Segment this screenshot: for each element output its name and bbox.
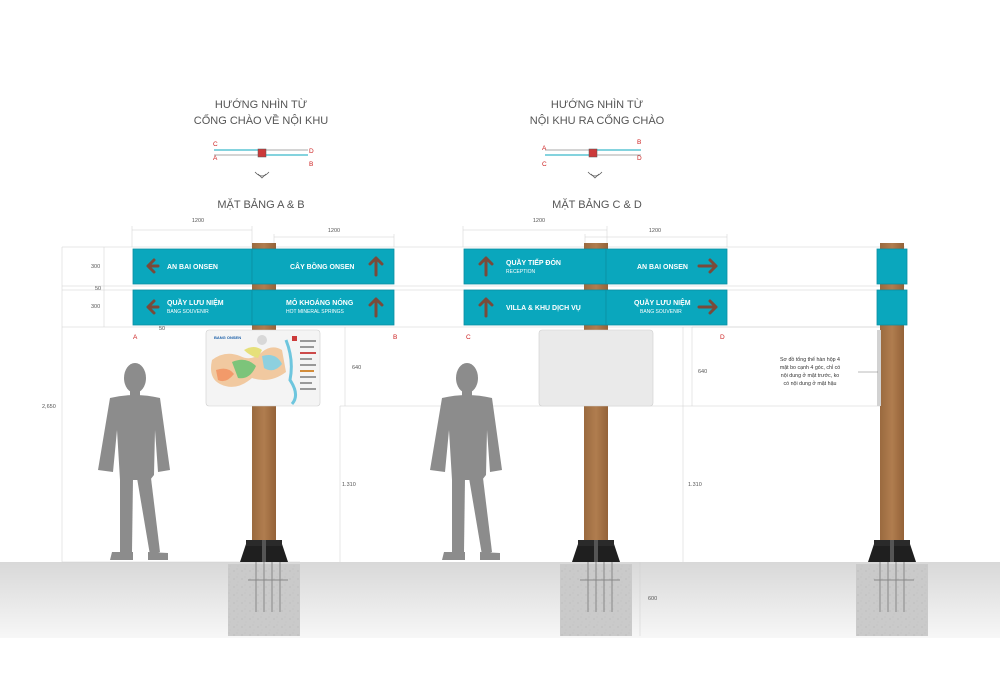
arrow-up-icon	[368, 256, 384, 277]
view1-heading-line1: HƯỚNG NHÌN TỪ	[215, 98, 307, 111]
sign-cd-bottom-right-sub: BANG SOUVENIR	[640, 309, 682, 315]
sign-cd-bottom-right: QUẦY LƯU NIỆM BANG SOUVENIR	[605, 289, 728, 326]
dim-300-top: 300	[91, 264, 100, 270]
dim-640-panel-a: 640	[352, 365, 361, 371]
dim-total-height: 2,650	[42, 404, 56, 410]
dim-1200-d: 1200	[649, 228, 661, 234]
note-line-3: nội dung ở mặt trước, ko	[781, 372, 840, 379]
view1-plan-label: MẶT BẢNG A & B	[217, 198, 304, 211]
sign-ab-bottom-right: MỎ KHOÁNG NÓNG HOT MINERAL SPRINGS	[251, 289, 395, 326]
view2-key-left-bottom: C	[542, 161, 547, 168]
label-c: C	[466, 334, 471, 341]
view2-heading-line1: HƯỚNG NHÌN TỪ	[551, 98, 643, 111]
view2-key-right-top: B	[637, 139, 641, 146]
ground-strip	[0, 562, 1000, 638]
sign-assembly-ab: AN BAI ONSEN CÂY BỒNG ONSEN QUẦY LƯU NIỆ…	[132, 248, 395, 407]
view-heading-1: HƯỚNG NHÌN TỪ CỔNG CHÀO VỀ NỘI KHU C A D…	[194, 98, 329, 211]
dim-50-width: 50	[159, 326, 165, 332]
footing-2	[560, 562, 632, 636]
sign-ab-top-right: CÂY BỒNG ONSEN	[251, 248, 395, 285]
dim-50-gap: 50	[95, 286, 101, 292]
dim-1200-b: 1200	[328, 228, 340, 234]
dim-1200-c: 1200	[533, 218, 545, 224]
construction-note: Sơ đồ tổng thể hàn hộp 4 mặt bo cạnh 4 g…	[780, 356, 840, 387]
sign-cd-bottom-left: VILLA & KHU DỊCH VỤ	[463, 289, 607, 326]
dim-1200-a: 1200	[192, 218, 204, 224]
sign-ab-top-left: AN BAI ONSEN	[132, 248, 253, 285]
sign-cd-top-left-sub: RECEPTION	[506, 269, 536, 275]
sign-ab-bottom-left-sub: BANG SOUVENIR	[167, 309, 209, 315]
sign-cd-top-left: QUẦY TIẾP ĐÓN RECEPTION	[463, 248, 607, 285]
map-panel-ab: BANG ONSEN	[205, 329, 321, 407]
arrow-left-icon	[146, 299, 160, 315]
view1-key-left-top: C	[213, 141, 218, 148]
view1-key-right-top: D	[309, 148, 314, 155]
label-a: A	[133, 334, 138, 341]
footing-3	[856, 562, 928, 636]
dim-640-panel-b: 640	[698, 369, 707, 375]
sign-cd-bottom-left-label: VILLA & KHU DỊCH VỤ	[506, 305, 581, 312]
person-silhouette-1	[98, 363, 170, 560]
label-b: B	[393, 334, 397, 341]
dim-1310-post-a: 1.310	[342, 482, 356, 488]
note-line-2: mặt bo cạnh 4 góc, chỉ có	[780, 364, 840, 371]
view2-plan-label: MẶT BẢNG C & D	[552, 198, 642, 211]
dim-600-footing: 600	[648, 596, 657, 602]
map-logo: BANG ONSEN	[214, 335, 241, 340]
note-line-1: Sơ đồ tổng thể hàn hộp 4	[780, 356, 840, 363]
view2-key-left-top: A	[542, 145, 547, 152]
corner-labels: A B C D	[133, 334, 725, 341]
sign-ab-top-right-label: CÂY BỒNG ONSEN	[290, 261, 354, 271]
sign-ab-bottom-right-label: MỎ KHOÁNG NÓNG	[286, 298, 354, 307]
view1-key-left-bottom: A	[213, 155, 218, 162]
sign-assembly-cd: QUẦY TIẾP ĐÓN RECEPTION AN BAI ONSEN VIL…	[463, 248, 728, 407]
sign-ab-bottom-right-sub: HOT MINERAL SPRINGS	[286, 309, 344, 315]
sign-cd-top-right-label: AN BAI ONSEN	[637, 264, 688, 271]
arrow-up-icon	[368, 297, 384, 318]
footings	[228, 562, 928, 636]
blank-panel-cd	[538, 329, 654, 407]
arrow-right-icon	[697, 299, 718, 315]
sign-ab-top-left-label: AN BAI ONSEN	[167, 264, 218, 271]
view1-key-right-bottom: B	[309, 161, 313, 168]
dim-1310-post-b: 1.310	[688, 482, 702, 488]
footing-1	[228, 562, 300, 636]
view2-key-right-bottom: D	[637, 155, 642, 162]
arrow-right-icon	[697, 258, 718, 274]
side-view-sign	[858, 248, 908, 406]
sign-ab-bottom-left-label: QUẦY LƯU NIỆM	[167, 297, 224, 307]
view1-heading-line2: CỔNG CHÀO VỀ NỘI KHU	[194, 114, 329, 127]
sign-cd-top-right: AN BAI ONSEN	[605, 248, 728, 285]
arrow-left-icon	[146, 258, 160, 274]
view1-key-plan: C A D B	[213, 141, 314, 179]
label-d: D	[720, 334, 725, 341]
arrow-up-icon	[478, 256, 494, 277]
sign-cd-bottom-right-label: QUẦY LƯU NIỆM	[634, 297, 691, 307]
dim-300-bottom: 300	[91, 304, 100, 310]
view-heading-2: HƯỚNG NHÌN TỪ NỘI KHU RA CỔNG CHÀO A C B…	[530, 98, 665, 211]
sign-ab-bottom-left: QUẦY LƯU NIỆM BANG SOUVENIR	[132, 289, 253, 326]
dimension-labels: 1200 1200 1200 1200 300 50 300 50 2,650 …	[42, 218, 707, 602]
note-line-4: có nội dung ở mặt hậu	[784, 380, 837, 387]
sign-cd-top-left-label: QUẦY TIẾP ĐÓN	[506, 257, 561, 267]
arrow-up-icon	[478, 297, 494, 318]
person-silhouette-2	[430, 363, 502, 560]
view2-heading-line2: NỘI KHU RA CỔNG CHÀO	[530, 114, 665, 127]
view2-key-plan: A C B D	[542, 139, 642, 179]
